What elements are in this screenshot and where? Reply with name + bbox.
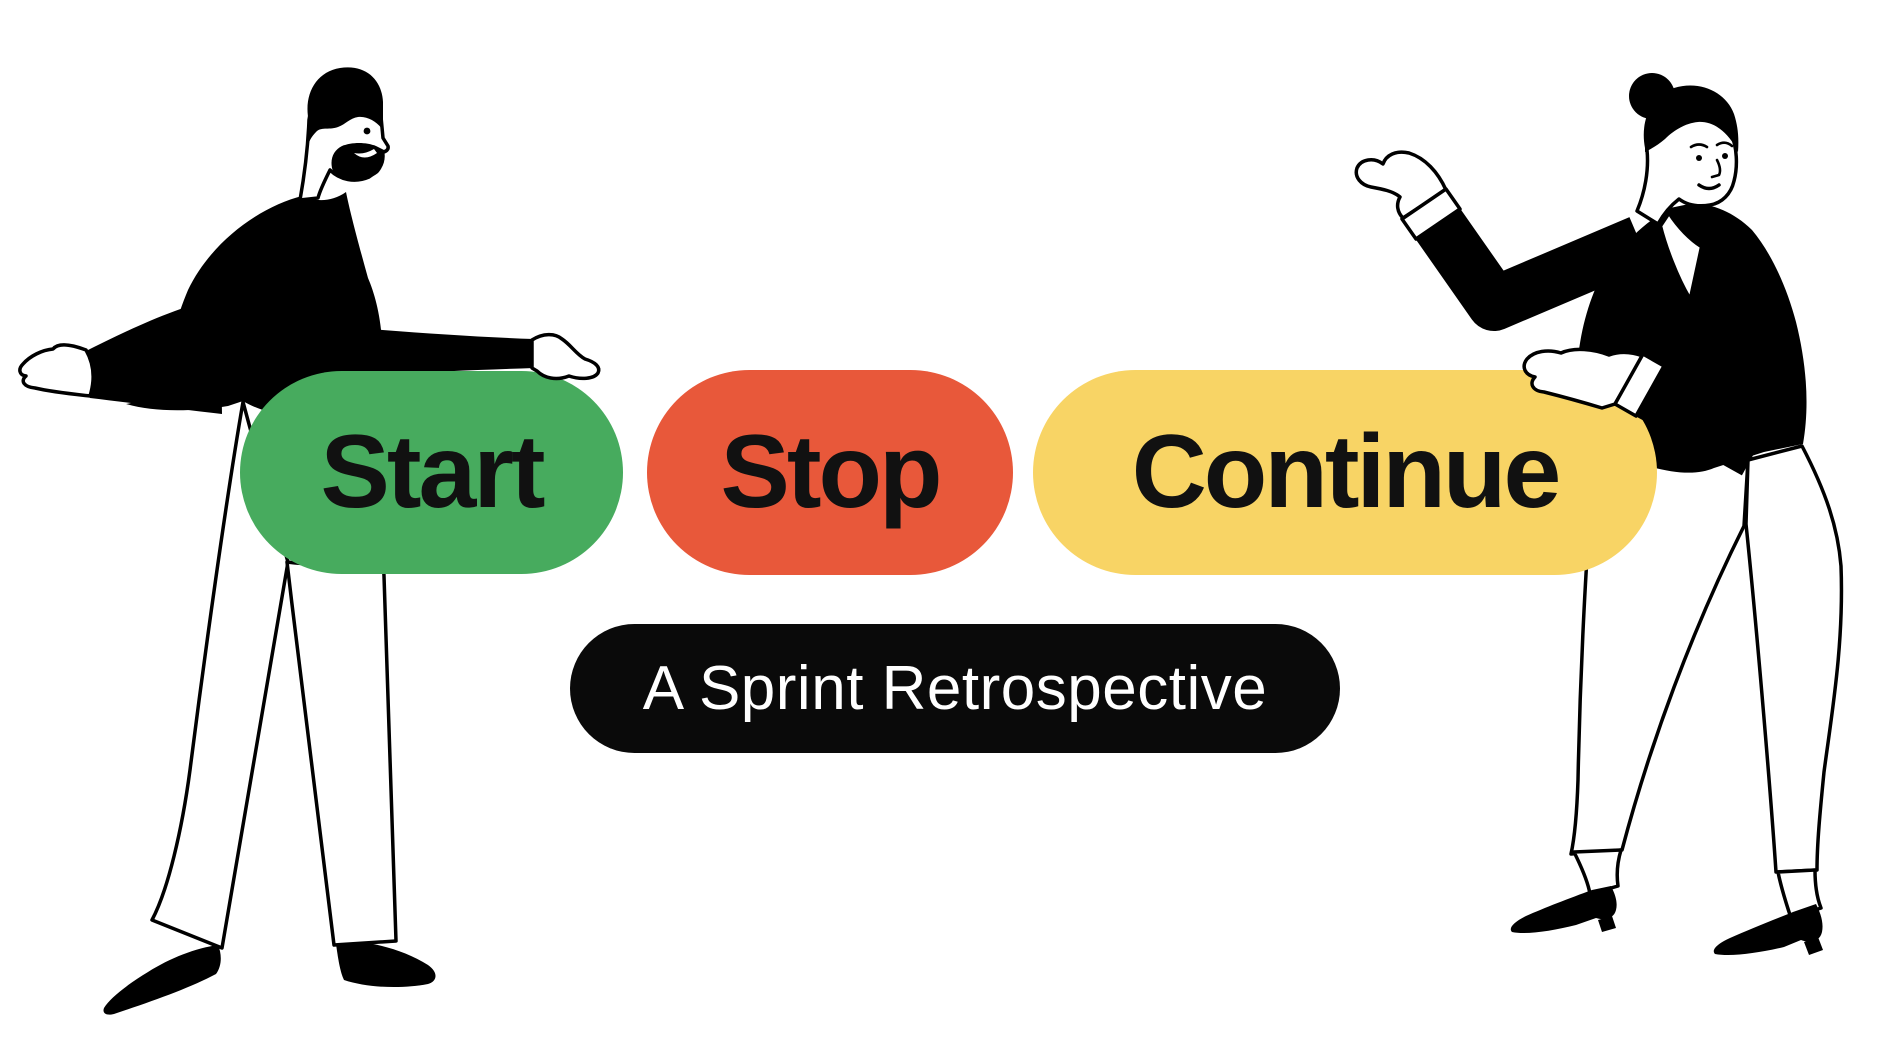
man-torso xyxy=(126,192,382,422)
woman-brow-right xyxy=(1715,141,1734,148)
man-hair xyxy=(307,67,383,143)
woman-eye-left xyxy=(1696,155,1702,161)
woman-head xyxy=(1629,73,1739,226)
man-smile xyxy=(354,149,377,158)
badge-start: Start xyxy=(240,371,623,574)
woman-raised-hand xyxy=(1354,150,1448,220)
woman-raised-cuff xyxy=(1400,187,1462,241)
woman-raised-arm xyxy=(1354,150,1651,331)
subtitle-pill: A Sprint Retrospective xyxy=(570,624,1340,753)
man-left-hand xyxy=(18,343,95,398)
woman-nose xyxy=(1710,158,1722,179)
woman-shoes xyxy=(1510,886,1823,956)
man-head xyxy=(298,67,390,202)
woman-smile xyxy=(1697,183,1721,191)
woman-brow-left xyxy=(1689,143,1709,149)
badge-stop: Stop xyxy=(647,370,1013,575)
man-right-arm xyxy=(358,328,534,376)
woman-shirt xyxy=(1659,212,1703,300)
man-illustration xyxy=(18,67,534,1015)
badge-continue: Continue xyxy=(1033,370,1657,575)
woman-eye-right xyxy=(1722,153,1728,159)
man-eye xyxy=(363,127,371,135)
woman-hair xyxy=(1643,85,1739,152)
man-shoes xyxy=(103,942,436,1015)
